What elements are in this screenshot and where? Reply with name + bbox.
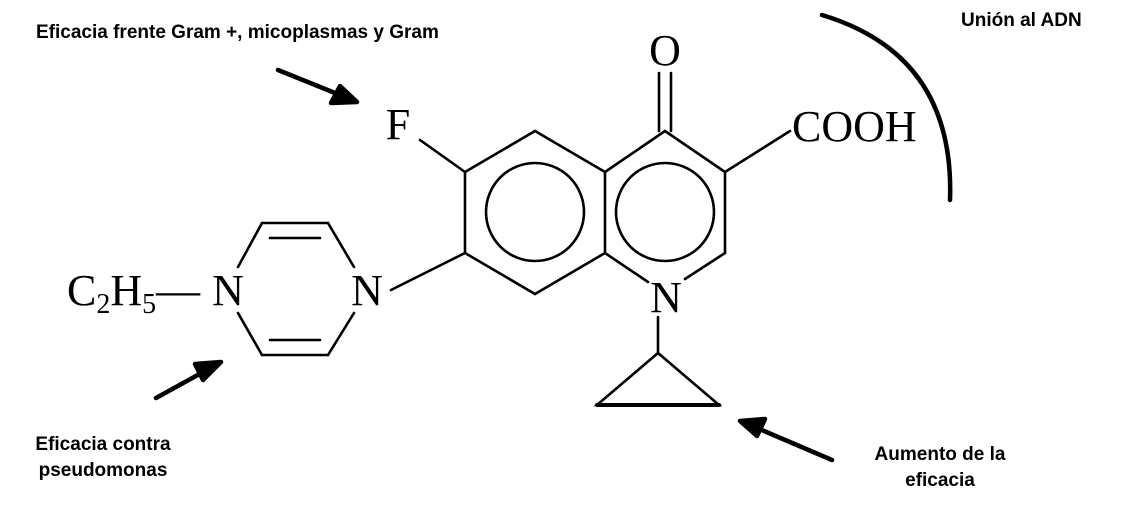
oxygen-atom: O (649, 26, 681, 75)
pyridone-ring (603, 129, 727, 284)
quinoline-nitrogen-atom: N (650, 273, 682, 322)
annotation-efficacy: Aumento de la eficacia (840, 442, 1040, 494)
fluorine-bond (418, 138, 467, 174)
annotation-pseudomonas-line1: Eficacia contra (35, 434, 171, 455)
ethyl-bond-dash: — (155, 266, 201, 315)
annotation-pseudomonas: Eficacia contra pseudomonas (8, 432, 198, 484)
annotation-efficacy-line1: Aumento de la (874, 444, 1006, 465)
arrow-efficacy (737, 416, 835, 463)
piperazine-nitrogen-left: N (212, 266, 244, 315)
ethyl-hydrogen-subscript: 5 (142, 289, 156, 320)
fluorine-atom: F (386, 100, 410, 149)
benzene-aromatic-circle (484, 161, 586, 263)
arrow-gram-plus (275, 67, 360, 106)
ethyl-hydrogen: H (110, 266, 142, 315)
arrow-pseudomonas (153, 359, 224, 401)
annotation-gram-plus: Eficacia frente Gram +, micoplasmas y Gr… (36, 22, 439, 43)
piperazine-ring (236, 221, 356, 357)
carbonyl-bond (657, 71, 673, 133)
ethyl-group: C2H5— (67, 266, 201, 320)
piperazine-link-bond (389, 251, 467, 292)
annotation-dna-binding: Unión al ADN (961, 10, 1082, 31)
ethyl-carbon: C (67, 266, 96, 315)
cyclopropyl-ring (593, 351, 723, 407)
carboxyl-group: COOH (792, 102, 917, 151)
piperazine-nitrogen-right: N (351, 266, 383, 315)
pyridone-aromatic-circle (614, 161, 716, 263)
annotation-efficacy-line2: eficacia (905, 470, 975, 491)
annotation-pseudomonas-line2: pseudomonas (38, 460, 168, 481)
ethyl-carbon-subscript: 2 (96, 289, 110, 320)
carboxyl-bond (723, 129, 792, 174)
dna-binding-arc (819, 12, 953, 203)
benzene-ring (463, 129, 607, 296)
